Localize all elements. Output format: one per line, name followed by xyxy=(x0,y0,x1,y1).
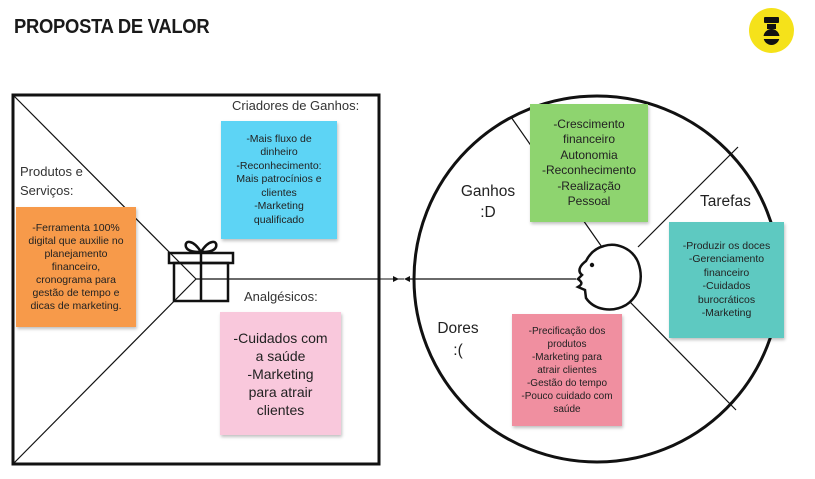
ganhos-note: -Crescimento financeiro Autonomia -Recon… xyxy=(530,104,648,222)
brand-mascot-icon xyxy=(749,8,794,53)
product-map-diagonal-top xyxy=(12,94,197,280)
tarefas-note: -Produzir os doces -Gerenciamento financ… xyxy=(669,222,784,338)
dores-label: Dores :( xyxy=(437,320,479,359)
criadores-note: -Mais fluxo de dinheiro -Reconhecimento:… xyxy=(221,121,337,239)
criadores-ganhos-label: Criadores de Ganhos: xyxy=(232,98,360,113)
product-map-diagonal-bottom xyxy=(12,278,197,465)
double-arrow-icon xyxy=(379,276,576,282)
dores-note: -Precificação dos produtos -Marketing pa… xyxy=(512,314,622,426)
produtos-note: -Ferramenta 100% digital que auxilie no … xyxy=(16,207,136,327)
customer-face-icon xyxy=(575,243,642,311)
analgesicos-label: Analgésicos: xyxy=(244,289,318,304)
page-title: PROPOSTA DE VALOR xyxy=(14,16,210,38)
produtos-servicos-label: Produtos e Serviços: xyxy=(20,164,83,198)
ganhos-label: Ganhos :D xyxy=(460,183,516,221)
gift-icon xyxy=(167,240,235,303)
analgesicos-note: -Cuidados com a saúde -Marketing para at… xyxy=(220,312,341,435)
profile-line-right xyxy=(637,146,739,248)
tarefas-label: Tarefas xyxy=(700,193,751,210)
profile-line-bottom-right xyxy=(627,299,737,411)
